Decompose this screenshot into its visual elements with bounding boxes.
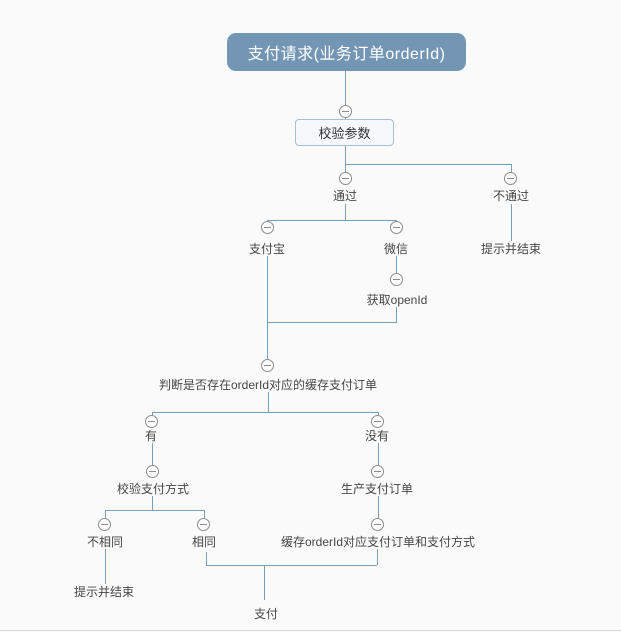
connector-line bbox=[377, 549, 378, 565]
connector-line bbox=[267, 256, 268, 322]
node-verify-method[interactable]: 校验支付方式 bbox=[116, 482, 190, 496]
collapse-minus-icon[interactable] bbox=[390, 273, 403, 286]
collapse-minus-icon[interactable] bbox=[371, 518, 384, 531]
collapse-minus-icon[interactable] bbox=[390, 221, 403, 234]
connector-line bbox=[105, 549, 106, 584]
node-fail[interactable]: 不通过 bbox=[492, 189, 530, 203]
node-not-same[interactable]: 不相同 bbox=[86, 535, 124, 549]
collapse-minus-icon[interactable] bbox=[261, 221, 274, 234]
connector-line bbox=[396, 307, 397, 322]
connector-line bbox=[152, 412, 378, 413]
connector-line bbox=[264, 565, 265, 600]
minus-glyph bbox=[342, 111, 349, 112]
minus-glyph bbox=[393, 227, 400, 228]
node-yes[interactable]: 有 bbox=[144, 429, 158, 443]
node-same[interactable]: 相同 bbox=[191, 535, 217, 549]
minus-glyph bbox=[393, 279, 400, 280]
connector-line bbox=[345, 204, 346, 220]
node-pass[interactable]: 通过 bbox=[332, 189, 358, 203]
minus-glyph bbox=[101, 524, 108, 525]
connector-line bbox=[378, 443, 379, 466]
canvas-bottom-edge bbox=[0, 630, 621, 631]
minus-glyph bbox=[342, 178, 349, 179]
connector-line bbox=[511, 164, 512, 173]
connector-line bbox=[152, 496, 153, 510]
connector-line bbox=[267, 220, 397, 221]
connector-line bbox=[152, 443, 153, 466]
minus-glyph bbox=[374, 524, 381, 525]
node-wechat[interactable]: 微信 bbox=[383, 242, 409, 256]
connector-line bbox=[345, 164, 511, 165]
minus-glyph bbox=[200, 524, 207, 525]
collapse-minus-icon[interactable] bbox=[146, 465, 159, 478]
connector-line bbox=[204, 510, 205, 518]
connector-line bbox=[378, 496, 379, 518]
node-root[interactable]: 支付请求(业务订单orderId) bbox=[227, 33, 466, 71]
connector-line bbox=[267, 322, 268, 360]
minus-glyph bbox=[374, 471, 381, 472]
minus-glyph bbox=[149, 471, 156, 472]
node-create-order[interactable]: 生产支付订单 bbox=[340, 482, 414, 496]
collapse-minus-icon[interactable] bbox=[145, 415, 158, 428]
connector-line bbox=[206, 552, 207, 565]
connector-line bbox=[345, 164, 346, 173]
node-validate-params[interactable]: 校验参数 bbox=[295, 119, 394, 146]
collapse-minus-icon[interactable] bbox=[98, 518, 111, 531]
minus-glyph bbox=[374, 421, 381, 422]
connector-line bbox=[396, 256, 397, 274]
connector-line bbox=[105, 510, 106, 518]
node-get-openid[interactable]: 获取openId bbox=[366, 293, 428, 307]
node-no[interactable]: 没有 bbox=[364, 429, 390, 443]
node-alipay[interactable]: 支付宝 bbox=[248, 242, 286, 256]
collapse-minus-icon[interactable] bbox=[261, 359, 274, 372]
collapse-minus-icon[interactable] bbox=[504, 172, 517, 185]
node-not-same-end[interactable]: 提示并结束 bbox=[73, 585, 135, 599]
minus-glyph bbox=[148, 421, 155, 422]
collapse-minus-icon[interactable] bbox=[371, 415, 384, 428]
collapse-minus-icon[interactable] bbox=[197, 518, 210, 531]
node-fail-end[interactable]: 提示并结束 bbox=[480, 242, 542, 256]
connector-line bbox=[268, 392, 269, 412]
connector-line bbox=[105, 510, 204, 511]
minus-glyph bbox=[264, 227, 271, 228]
connector-line bbox=[345, 146, 346, 164]
connector-line bbox=[267, 322, 397, 323]
node-pay[interactable]: 支付 bbox=[253, 607, 279, 621]
connector-line bbox=[345, 71, 346, 119]
connector-line bbox=[511, 204, 512, 241]
minus-glyph bbox=[507, 178, 514, 179]
node-cache-order[interactable]: 缓存orderId对应支付订单和支付方式 bbox=[280, 535, 476, 549]
connector-line bbox=[206, 565, 377, 566]
collapse-minus-icon[interactable] bbox=[371, 465, 384, 478]
node-check-cached-order[interactable]: 判断是否存在orderId对应的缓存支付订单 bbox=[158, 378, 378, 392]
collapse-minus-icon[interactable] bbox=[339, 172, 352, 185]
minus-glyph bbox=[264, 365, 271, 366]
collapse-minus-icon[interactable] bbox=[339, 105, 352, 118]
